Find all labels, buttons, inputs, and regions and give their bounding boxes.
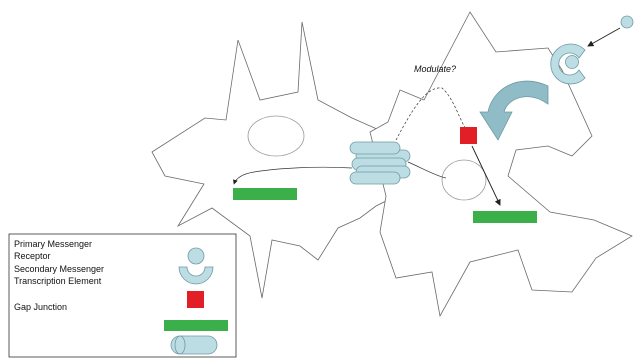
legend-label-transcription-element: Transcription Element — [14, 276, 102, 286]
left-cell — [151, 21, 397, 299]
primary-messenger-arrow — [587, 27, 621, 47]
right-cell-nucleus — [441, 159, 487, 201]
receptor — [550, 43, 586, 85]
transcription-element-right — [473, 211, 537, 223]
signal-path-right — [407, 161, 447, 179]
transcription-element-icon — [164, 320, 228, 331]
curved-signal-arrow — [479, 80, 549, 141]
gap-junction-icon — [170, 335, 218, 355]
signal-path-left — [233, 166, 353, 185]
secondary-messenger — [460, 127, 477, 144]
bound-primary-messenger — [565, 55, 579, 69]
legend-label-secondary-messenger: Secondary Messenger — [14, 264, 104, 274]
modulate-dashed-path — [395, 87, 469, 141]
legend-label-receptor: Receptor — [14, 251, 51, 261]
legend-label-primary-messenger: Primary Messenger — [14, 239, 92, 249]
secondary-to-transcription-arrow — [471, 145, 501, 206]
modulate-label: Modulate? — [414, 64, 456, 74]
incoming-primary-messenger — [620, 15, 634, 29]
secondary-messenger-icon — [187, 291, 204, 308]
transcription-element-left — [233, 188, 297, 200]
gap-junction — [349, 141, 411, 185]
primary-messenger-icon — [187, 247, 205, 265]
receptor-icon — [178, 266, 214, 285]
legend: Primary Messenger Receptor Secondary Mes… — [8, 233, 237, 358]
legend-label-gap-junction: Gap Junction — [14, 302, 67, 312]
left-cell-nucleus — [247, 115, 305, 157]
right-cell — [369, 11, 633, 318]
